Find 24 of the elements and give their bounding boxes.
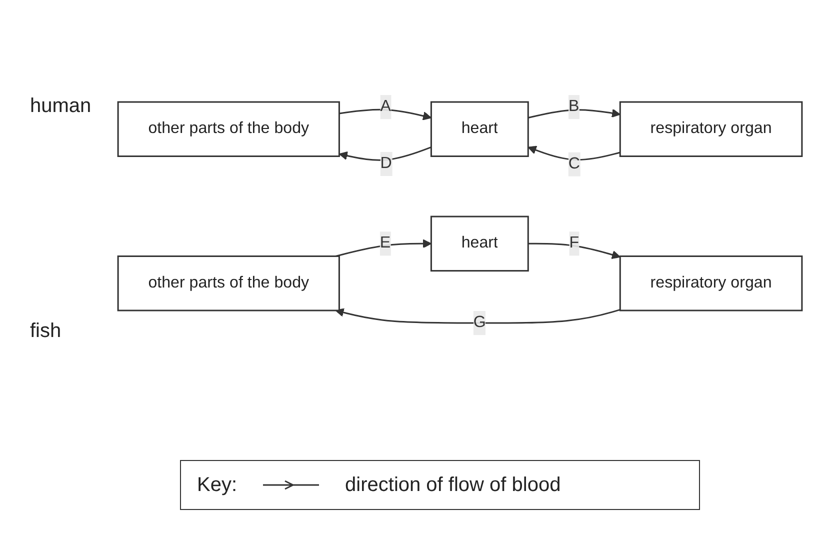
edge-label: C xyxy=(568,155,580,172)
arrow xyxy=(528,242,621,259)
legend-text: direction of flow of blood xyxy=(345,474,561,496)
arrow xyxy=(528,108,621,118)
arrow xyxy=(528,146,620,160)
arrow xyxy=(335,308,620,324)
node-box: heart xyxy=(430,101,529,157)
arrow xyxy=(339,108,432,120)
arrow xyxy=(335,239,432,257)
node-box: respiratory organ xyxy=(619,101,803,157)
edge-label: G xyxy=(473,314,486,332)
row-label: human xyxy=(30,95,92,118)
edge-label: F xyxy=(569,234,580,252)
row-label: fish xyxy=(30,320,62,343)
node-box: respiratory organ xyxy=(619,255,803,312)
edge-label: A xyxy=(380,98,391,116)
node-box: other parts of the body xyxy=(117,255,340,312)
node-box: heart xyxy=(430,216,529,272)
key-heading: Key: xyxy=(197,474,238,496)
edge-label: D xyxy=(380,154,392,172)
arrow xyxy=(338,146,432,161)
edge-label: B xyxy=(568,98,580,116)
node-box: other parts of the body xyxy=(117,101,340,157)
edge-label: E xyxy=(380,234,391,252)
